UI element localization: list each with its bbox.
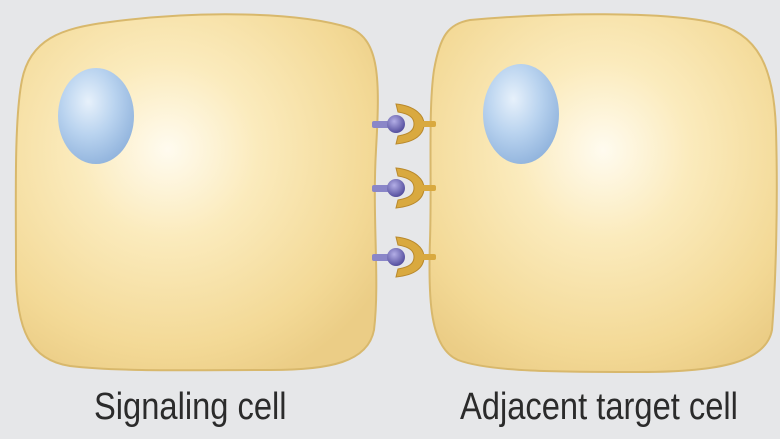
signaling-cell bbox=[16, 14, 378, 370]
signaling-cell-label: Signaling cell bbox=[94, 382, 287, 432]
target-cell-nucleus bbox=[483, 64, 559, 164]
ligand-receptor-pair bbox=[372, 168, 436, 208]
ligand-receptor-pair bbox=[372, 104, 436, 144]
signaling-cell-nucleus bbox=[58, 68, 134, 164]
ligand-receptor-pair bbox=[372, 237, 436, 277]
target-cell-label: Adjacent target cell bbox=[460, 382, 738, 432]
target-cell bbox=[429, 14, 776, 372]
